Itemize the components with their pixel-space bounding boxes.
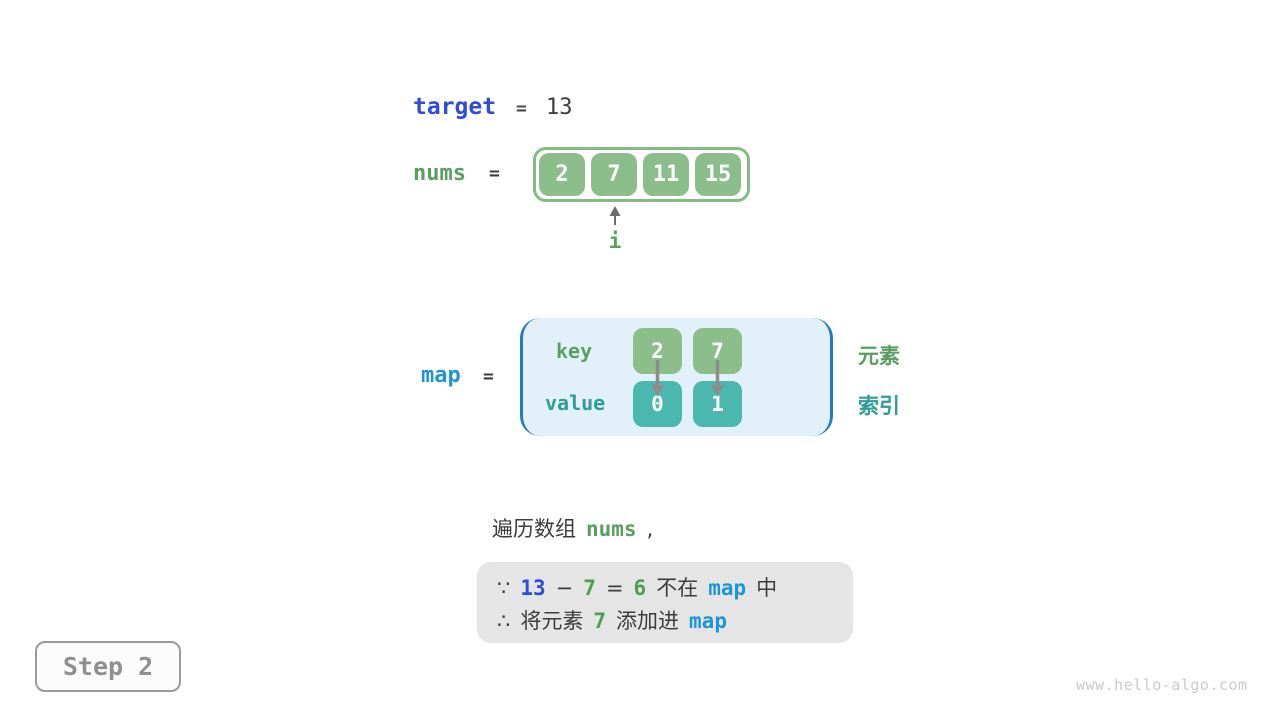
nums-equals-sign: =: [489, 163, 500, 184]
map-key-cell-0: 2: [633, 328, 682, 374]
add-prefix-text: 将元素: [520, 609, 584, 633]
narration-prefix: 遍历数组: [492, 517, 576, 541]
add-middle-text: 添加进: [616, 609, 680, 633]
minus-sign: −: [555, 576, 574, 600]
not-in-text: 不在: [656, 576, 699, 600]
narration-comma: ,: [646, 517, 654, 541]
step-badge: Step 2: [35, 641, 181, 692]
index-pointer-label: i: [608, 229, 622, 253]
nums-variable-label: nums: [413, 161, 466, 186]
reasoning-box: ∵ 13−7 = 6 不在 map 中 ∴ 将元素 7 添加进 map: [477, 562, 853, 643]
because-symbol: ∵: [497, 576, 511, 600]
target-variable-label: target: [413, 94, 497, 120]
because-line: ∵ 13−7 = 6 不在 map 中: [497, 572, 853, 605]
nums-array-container: 2 7 11 15: [533, 147, 750, 202]
map-reference: map: [689, 609, 727, 633]
map-value-cell-1: 1: [693, 381, 742, 427]
minuend-value: 13: [520, 576, 546, 600]
map-value-row-label: value: [545, 391, 606, 415]
array-cell-1: 7: [591, 153, 637, 196]
subtrahend-value: 7: [583, 576, 596, 600]
narration-line: 遍历数组 nums,: [492, 513, 653, 543]
array-cell-0: 2: [539, 153, 585, 196]
narration-nums-code: nums: [586, 517, 637, 541]
therefore-symbol: ∴: [497, 609, 511, 633]
element-annotation-label: 元素: [858, 344, 900, 368]
map-key-cell-1: 7: [693, 328, 742, 374]
difference-value: 6: [633, 576, 647, 600]
target-value: 13: [546, 95, 573, 120]
equals-sign: =: [605, 576, 624, 600]
therefore-line: ∴ 将元素 7 添加进 map: [497, 605, 853, 638]
watermark: www.hello-algo.com: [1076, 676, 1248, 694]
array-cell-2: 11: [643, 153, 689, 196]
array-cell-3: 15: [695, 153, 741, 196]
index-annotation-label: 索引: [858, 394, 900, 418]
map-variable-label: map: [421, 363, 461, 388]
map-key-row-label: key: [556, 339, 593, 363]
up-arrow-icon: [609, 206, 621, 225]
map-reference: map: [708, 576, 747, 600]
in-suffix-text: 中: [756, 576, 778, 600]
target-equals-sign: =: [516, 98, 527, 119]
map-value-cell-0: 0: [633, 381, 682, 427]
map-equals-sign: =: [483, 366, 494, 387]
added-value: 7: [593, 609, 607, 633]
